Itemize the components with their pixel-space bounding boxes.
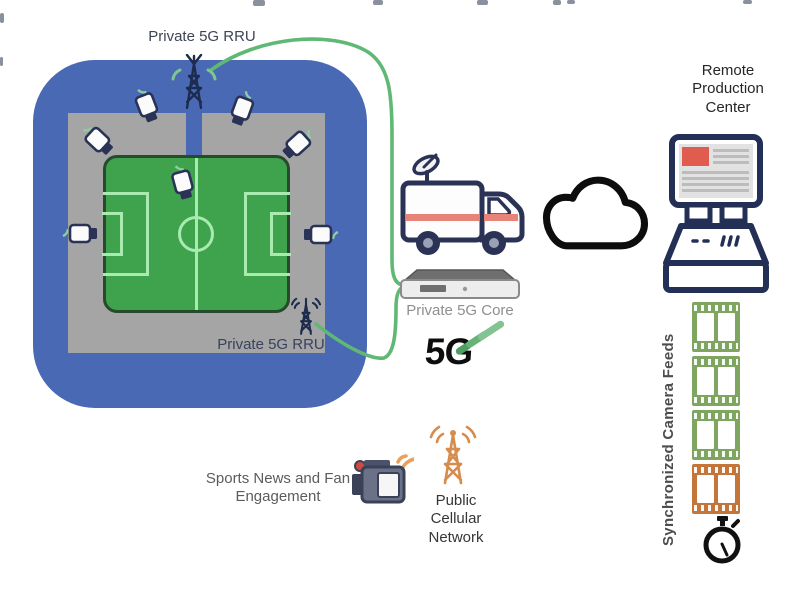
goal-box-left — [102, 212, 123, 256]
sync-feeds-label: Synchronized Camera Feeds — [660, 333, 677, 547]
public-cellular-label: Public Cellular Network — [428, 492, 484, 546]
core-label: Private 5G Core — [406, 302, 514, 319]
edge-artifact — [253, 0, 265, 6]
rru-bottom-label: Private 5G RRU — [217, 336, 325, 353]
news-video-camera-icon — [352, 454, 414, 504]
edge-artifact — [743, 0, 752, 4]
edge-artifact — [553, 0, 561, 5]
stadium-camera-icon — [282, 129, 312, 159]
sports-news-label: Sports News and Fan Engagement — [205, 470, 351, 506]
stadium-camera-icon — [230, 91, 255, 126]
edge-artifact — [0, 57, 3, 66]
penalty-box-left — [102, 192, 149, 276]
stadium-tunnel — [186, 113, 202, 155]
rru-top-label: Private 5G RRU — [148, 28, 256, 45]
cloud-icon — [542, 176, 649, 250]
stadium-camera-icon — [304, 224, 339, 245]
remote-production-label: Remote Production Center — [692, 62, 764, 116]
edge-artifact — [0, 13, 4, 23]
stadium-camera-icon — [82, 126, 113, 155]
edge-artifact — [477, 0, 488, 5]
satellite-truck-icon — [400, 153, 525, 255]
edge-artifact — [567, 0, 575, 4]
edge-artifact — [373, 0, 383, 5]
film-strip-icon — [692, 356, 740, 406]
camera-feeds-strips — [692, 302, 740, 514]
stadium-camera-icon — [171, 165, 194, 200]
pitch-center-circle — [178, 216, 214, 252]
stadium-camera-icon — [62, 223, 97, 244]
stopwatch-icon — [703, 516, 741, 564]
rru-antenna-top-icon — [171, 54, 217, 110]
cell-tower-icon — [429, 425, 477, 485]
goal-box-right — [270, 212, 291, 256]
penalty-box-right — [244, 192, 291, 276]
core-appliance-icon — [400, 269, 520, 299]
fiveg-logo: 5G — [423, 331, 474, 372]
production-console-icon — [663, 134, 769, 293]
film-strip-icon — [692, 302, 740, 352]
film-strip-icon — [692, 464, 740, 514]
film-strip-icon — [692, 410, 740, 460]
rru-antenna-bottom-icon — [290, 297, 322, 335]
stadium-camera-icon — [134, 88, 159, 123]
soccer-pitch — [102, 155, 291, 313]
